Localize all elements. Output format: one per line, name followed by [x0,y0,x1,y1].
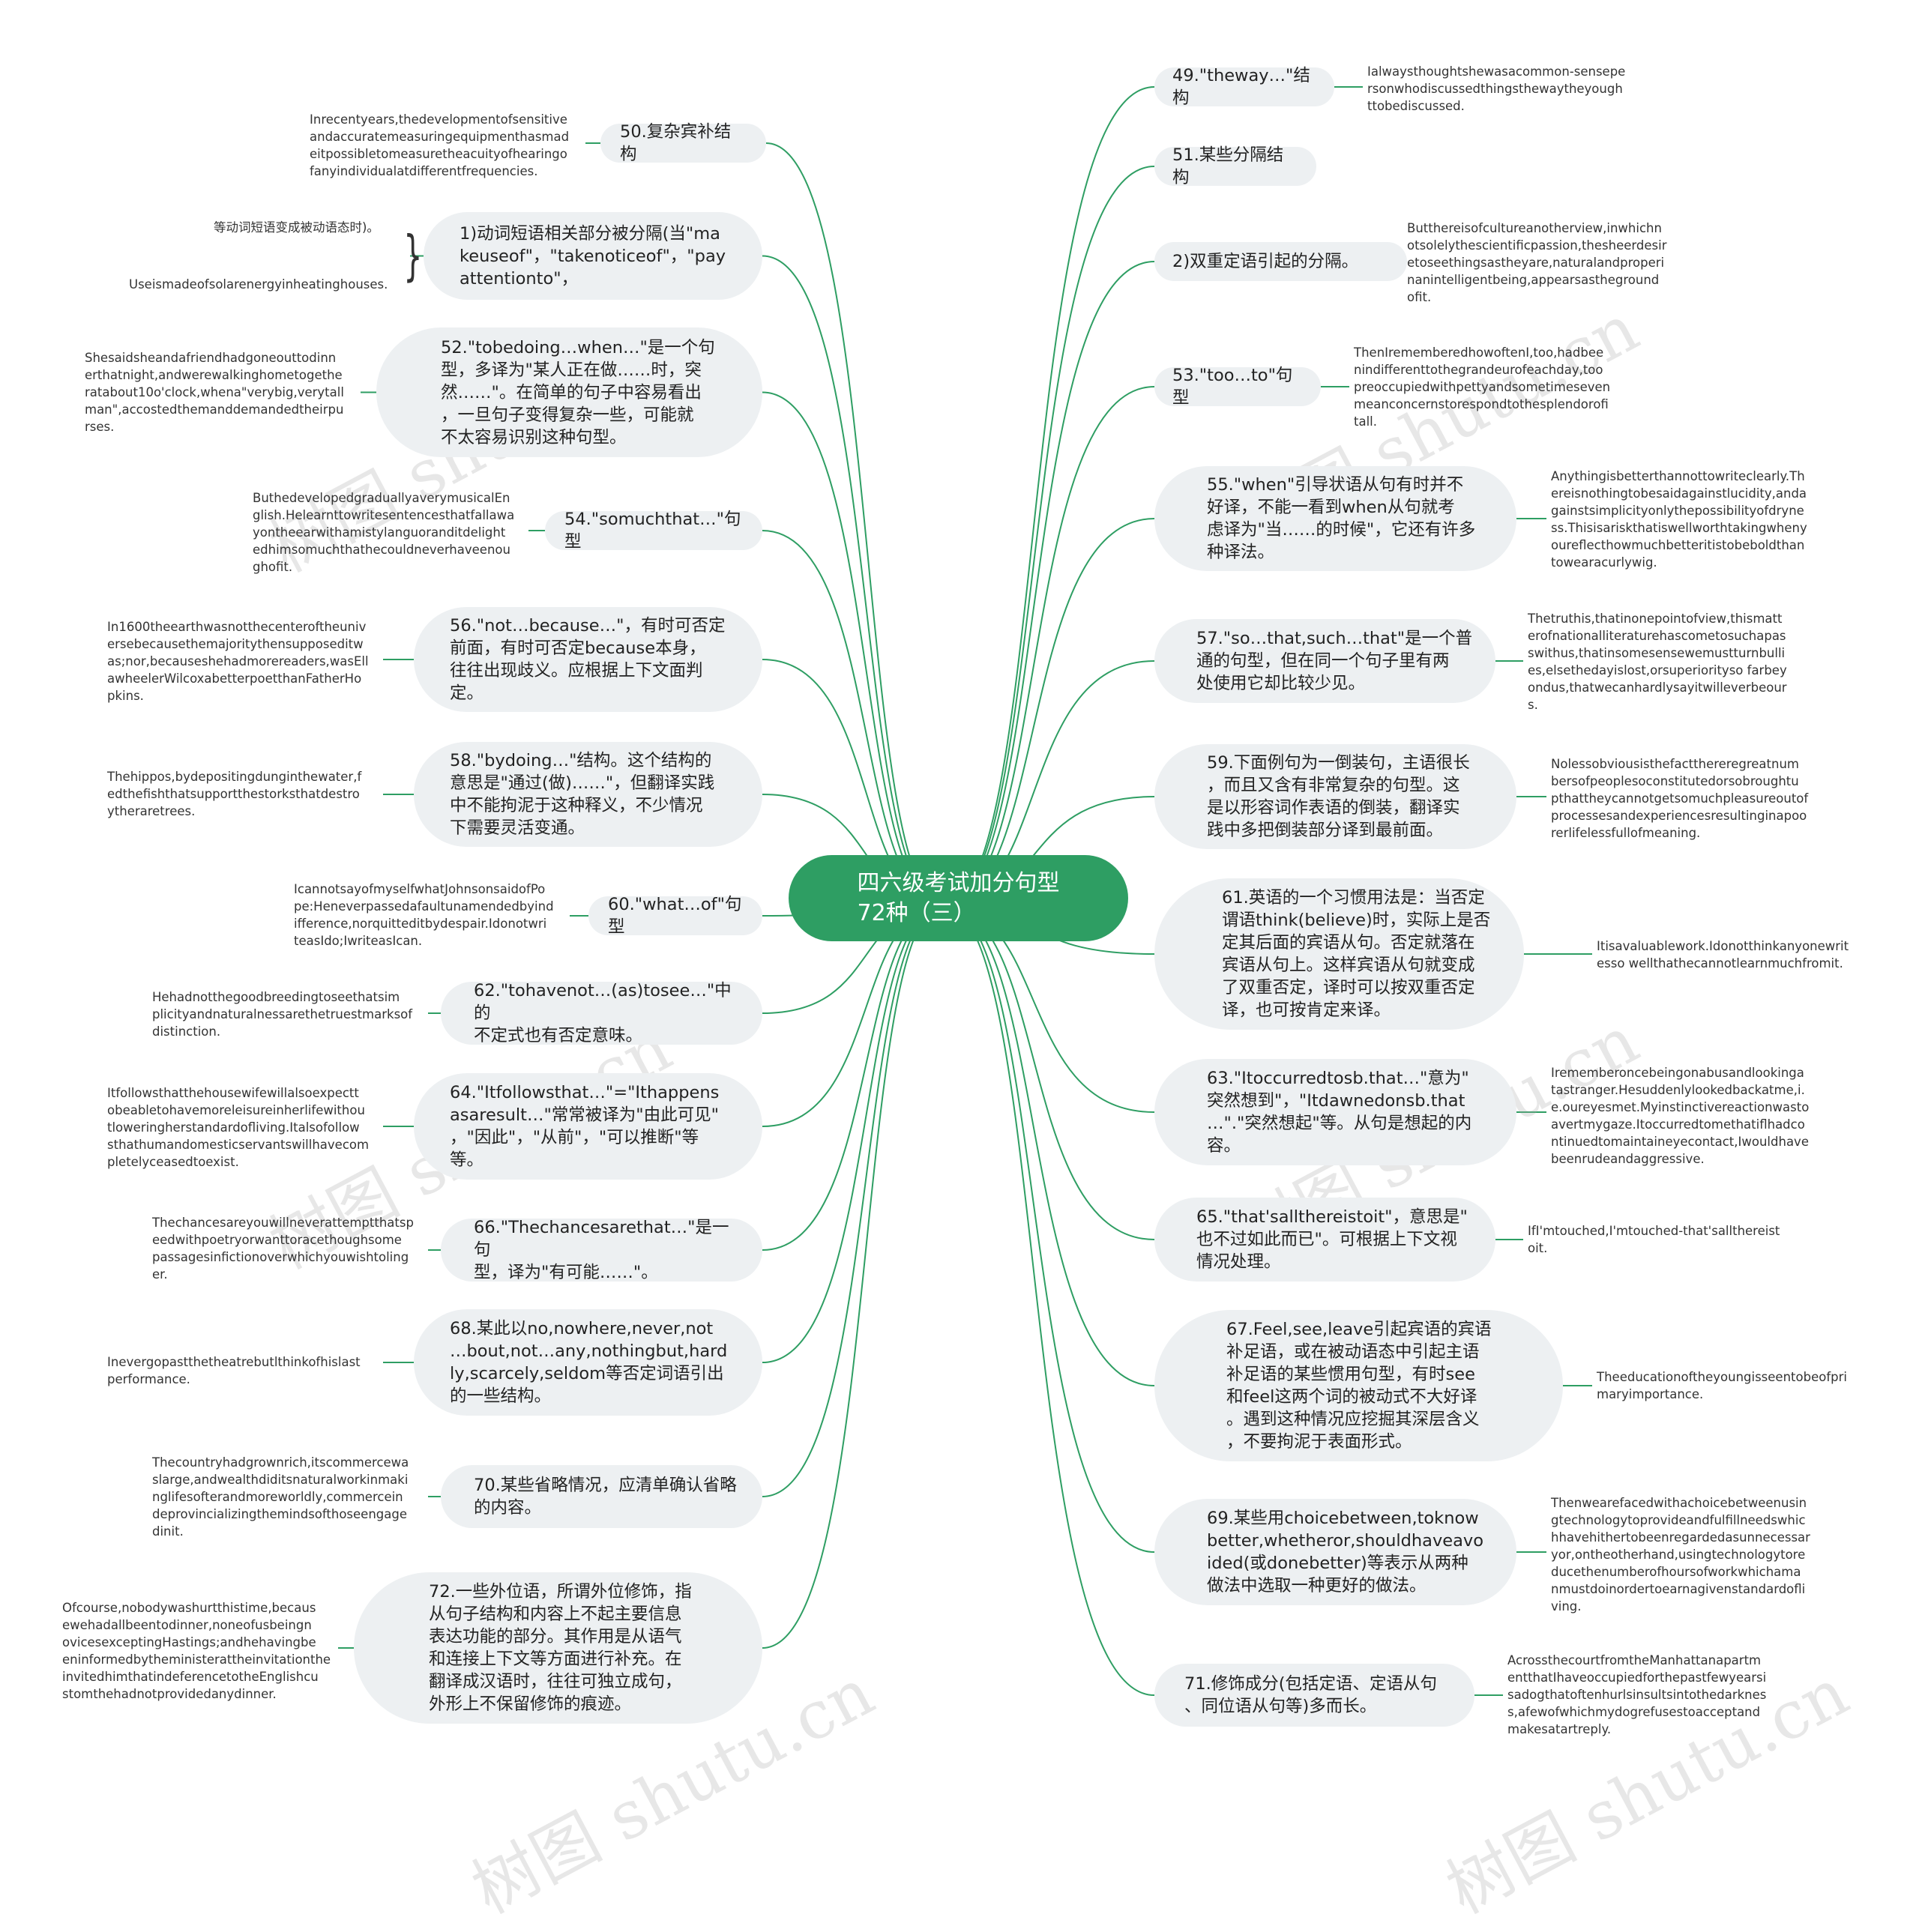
topic-72[interactable]: 72.一些外位语，所谓外位修饰，指 从句子结构和内容上不起主要信息 表达功能的部… [354,1572,762,1724]
topic-65[interactable]: 65."that'sallthereistoit"，意思是" 也不过如此而已"。… [1154,1198,1495,1282]
example-54: ButhedevelopedgraduallyaverymusicalEn gl… [253,491,515,574]
example-58: Thehippos,bydepositingdunginthewater,f e… [107,770,362,818]
topic-51[interactable]: 51.某些分隔结构 [1154,145,1316,187]
topic-64[interactable]: 64."Itfollowsthat…"="Ithappens asaresult… [414,1073,762,1180]
link-root-to-b70 [762,905,944,1497]
example-72: Ofcourse,nobodywashurtthistime,becaus ew… [62,1601,331,1701]
link-root-to-b66 [762,905,944,1251]
topic-1-label: 1)动词短语相关部分被分隔(当"ma keuseof"，"takenoticeo… [460,223,726,289]
topic-53[interactable]: 53."too…to"句型 [1154,366,1321,408]
example-2: Butthereisofcultureanotherview,inwhichn … [1407,221,1667,304]
topic-71-label: 71.修饰成分(包括定语、定语从句 、同位语从句等)多而长。 [1184,1674,1438,1716]
link-root-to-b72 [762,905,944,1649]
topic-70-label: 70.某些省略情况，应清单确认省略 的内容。 [474,1476,737,1518]
topic-52[interactable]: 52."tobedoing…when…"是一个句 型，多译为"某人正在做……时，… [376,327,762,457]
topic-52-label: 52."tobedoing…when…"是一个句 型，多译为"某人正在做……时，… [441,337,715,447]
link-root-to-b68 [762,905,944,1363]
example-57: Thetruthis,thatinonepointofview,thismatt… [1528,612,1787,712]
topic-63-label: 63."Itoccurredtosb.that…"意为" 突然想到"，"Itda… [1207,1069,1472,1156]
topic-56[interactable]: 56."not…because…"，有时可否定 前面，有时可否定because本… [414,607,762,712]
example-56: In1600theearthwasnotthecenteroftheuniv e… [107,620,369,703]
topic-69-label: 69.某些用choicebetween,toknow better,whethe… [1207,1509,1483,1596]
topic-61[interactable]: 61.英语的一个习惯用法是：当否定 谓语think(believe)时，实际上是… [1154,878,1524,1030]
link-root-to-b51 [943,166,1155,907]
topic-59-label: 59.下面例句为一倒装句，主语很长 ，而且又含有非常复杂的句型。这 是以形容词作… [1207,753,1470,840]
topic-1-phrasal-separation[interactable]: 1)动词短语相关部分被分隔(当"ma keuseof"，"takenoticeo… [424,212,762,300]
link-root-to-b53 [943,386,1155,907]
topic-2-label: 2)双重定语引起的分隔。 [1172,252,1359,271]
topic-66-label: 66."Thechancesarethat…"是一句 型，译为"有可能……"。 [474,1218,729,1282]
example-71: AcrossthecourtfromtheManhattanapartm ent… [1507,1653,1767,1736]
example-63: Irememberoncebeingonabusandlookinga tast… [1551,1066,1810,1166]
topic-58[interactable]: 58."bydoing…"结构。这个结构的 意思是"通过(做)……"，但翻译实践… [414,742,762,847]
example-1b: Useismadeofsolarenergyinheatinghouses. [129,277,388,292]
link-root-to-b65 [943,905,1155,1240]
example-66: Thechancesareyouwillneverattemptthatsp e… [152,1216,414,1282]
topic-70[interactable]: 70.某些省略情况，应清单确认省略 的内容。 [441,1465,762,1528]
example-55: Anythingisbetterthannottowriteclearly.Th… [1551,469,1807,570]
topic-61-label: 61.英语的一个习惯用法是：当否定 谓语think(believe)时，实际上是… [1222,888,1491,1020]
topic-67-label: 67.Feel,see,leave引起宾语的宾语 补足语，或在被动语态中引起主语… [1226,1320,1492,1452]
link-root-to-b52 [762,391,944,907]
topic-58-label: 58."bydoing…"结构。这个结构的 意思是"通过(做)……"，但翻译实践… [450,751,715,838]
example-53: ThenIrememberedhowoftenI,too,hadbee nind… [1354,345,1611,429]
topic-55[interactable]: 55."when"引导状语从句有时并不 好译，不能一看到when从句就考 虑译为… [1154,466,1516,571]
example-1a: 等动词短语变成被动语态时)。 [214,220,379,235]
topic-71[interactable]: 71.修饰成分(包括定语、定语从句 、同位语从句等)多而长。 [1154,1664,1474,1727]
example-50: Inrecentyears,thedevelopmentofsensitive … [310,112,570,178]
topic-63[interactable]: 63."Itoccurredtosb.that…"意为" 突然想到"，"Itda… [1154,1059,1516,1165]
topic-49-label: 49."theway…"结构 [1172,66,1310,108]
topic-62-label: 62."tohavenot…(as)tosee…"中的 不定式也有否定意味。 [474,981,732,1045]
topic-57[interactable]: 57."so…that,such…that"是一个普 通的句型，但在同一个句子里… [1154,619,1495,703]
topic-69[interactable]: 69.某些用choicebetween,toknow better,whethe… [1154,1499,1516,1605]
topic-68-label: 68.某此以no,nowhere,never,not …bout,not…any… [450,1319,728,1406]
topic-60-label: 60."what…of"句型 [608,895,742,937]
topic-51-label: 51.某些分隔结构 [1172,145,1284,187]
topic-57-label: 57."so…that,such…that"是一个普 通的句型，但在同一个句子里… [1196,629,1473,693]
example-69: Thenwearefacedwithachoicebetweenusin gte… [1551,1496,1810,1613]
topic-50[interactable]: 50.复杂宾补结构 [600,122,766,164]
link-root-to-b49 [943,86,1155,907]
root-topic[interactable]: 四六级考试加分句型 72种（三） [789,855,1128,941]
topic-54-label: 54."somuchthat…"句型 [564,510,741,552]
example-60: IcannotsayofmyselfwhatJohnsonsaidofPo pe… [294,882,554,948]
example-59: Nolessobviousisthefactthereregreatnum be… [1551,757,1809,840]
link-root-to-b69 [943,905,1155,1553]
topic-59[interactable]: 59.下面例句为一倒装句，主语很长 ，而且又含有非常复杂的句型。这 是以形容词作… [1154,744,1516,849]
example-64: Itfollowsthatthehousewifewillalsoexpectt… [107,1086,370,1169]
topic-72-label: 72.一些外位语，所谓外位修饰，指 从句子结构和内容上不起主要信息 表达功能的部… [429,1582,692,1714]
link-root-to-b50 [765,142,944,907]
topic-66[interactable]: 66."Thechancesarethat…"是一句 型，译为"有可能……"。 [441,1218,762,1282]
example-61: Itisavaluablework.Idonotthinkanyonewrit … [1597,939,1849,970]
example-70: Thecountryhadgrownrich,itscommercewa sla… [152,1455,409,1539]
topic-56-label: 56."not…because…"，有时可否定 前面，有时可否定because本… [450,616,726,703]
topic-55-label: 55."when"引导状语从句有时并不 好译，不能一看到when从句就考 虑译为… [1207,475,1476,562]
topic-67[interactable]: 67.Feel,see,leave引起宾语的宾语 补足语，或在被动语态中引起主语… [1154,1310,1563,1461]
example-68: Inevergopastthetheatrebutlthinkofhislast… [107,1355,361,1386]
topic-68[interactable]: 68.某此以no,nowhere,never,not …bout,not…any… [414,1309,762,1416]
topic-60[interactable]: 60."what…of"句型 [588,895,762,937]
topic-62[interactable]: 62."tohavenot…(as)tosee…"中的 不定式也有否定意味。 [441,981,762,1045]
link-root-to-b71 [943,905,1155,1696]
mind-map: 树图 shutu.cn 树图 shutu.cn 树图 shutu.cn 树图 s… [62,64,1860,1928]
link-root-to-b55 [943,518,1155,907]
brace-1: } [403,224,423,287]
example-65: IfI'mtouched,I'mtouched-that'sallthereis… [1528,1224,1780,1255]
topic-53-label: 53."too…to"句型 [1172,366,1293,408]
example-67: Theeducationoftheyoungisseentobeofpri ma… [1597,1370,1847,1401]
example-52: Shesaidsheandafriendhadgoneouttodinn ert… [85,351,344,434]
example-49: Ialwaysthoughtshewasacommon-sensepe rson… [1367,64,1626,113]
root-title: 四六级考试加分句型 72种（三） [857,869,1060,926]
topic-49[interactable]: 49."theway…"结构 [1154,66,1334,108]
topic-65-label: 65."that'sallthereistoit"，意思是" 也不过如此而已"。… [1196,1207,1468,1272]
topic-50-label: 50.复杂宾补结构 [620,122,732,164]
topic-64-label: 64."Itfollowsthat…"="Ithappens asaresult… [450,1083,720,1170]
topic-2-double-attributive[interactable]: 2)双重定语引起的分隔。 [1154,242,1407,281]
topic-54[interactable]: 54."somuchthat…"句型 [545,510,762,552]
example-62: Hehadnotthegoodbreedingtoseethatsim plic… [152,990,413,1039]
